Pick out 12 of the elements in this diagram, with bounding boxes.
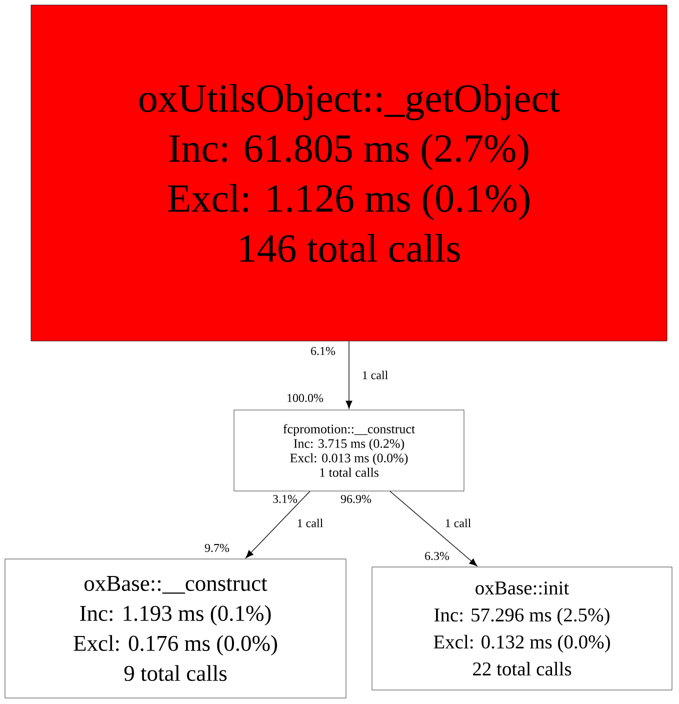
percentage-label: 6.3% <box>425 552 450 560</box>
arrow <box>390 490 478 566</box>
arrow <box>246 490 310 558</box>
arrow <box>346 340 352 409</box>
function-box: oxUtilsObject::_getObject Inc: 61.805 ms (2.7%) Excl: 1.126 ms (0.1%) 146 total calls <box>30 4 668 342</box>
edge-label: 1 call <box>360 370 390 380</box>
function-box: fcpromotion::__construct Inc: 3.715 ms (0.2%) Excl: 0.013 ms (0.0%) 1 total calls <box>234 410 464 492</box>
percentage-label: 3.1% <box>273 494 298 504</box>
edge-label: 1 call <box>444 518 472 528</box>
function-box: oxBase::__construct Inc: 1.193 ms (0.1%) Excl: 0.176 ms (0.0%) 9 total calls <box>4 558 346 698</box>
function-box: oxBase::init Inc: 57.296 ms (2.5%) Excl: 0.132 ms (0.0%) 22 total calls <box>372 566 672 690</box>
edge-label: 1 call <box>296 518 324 528</box>
